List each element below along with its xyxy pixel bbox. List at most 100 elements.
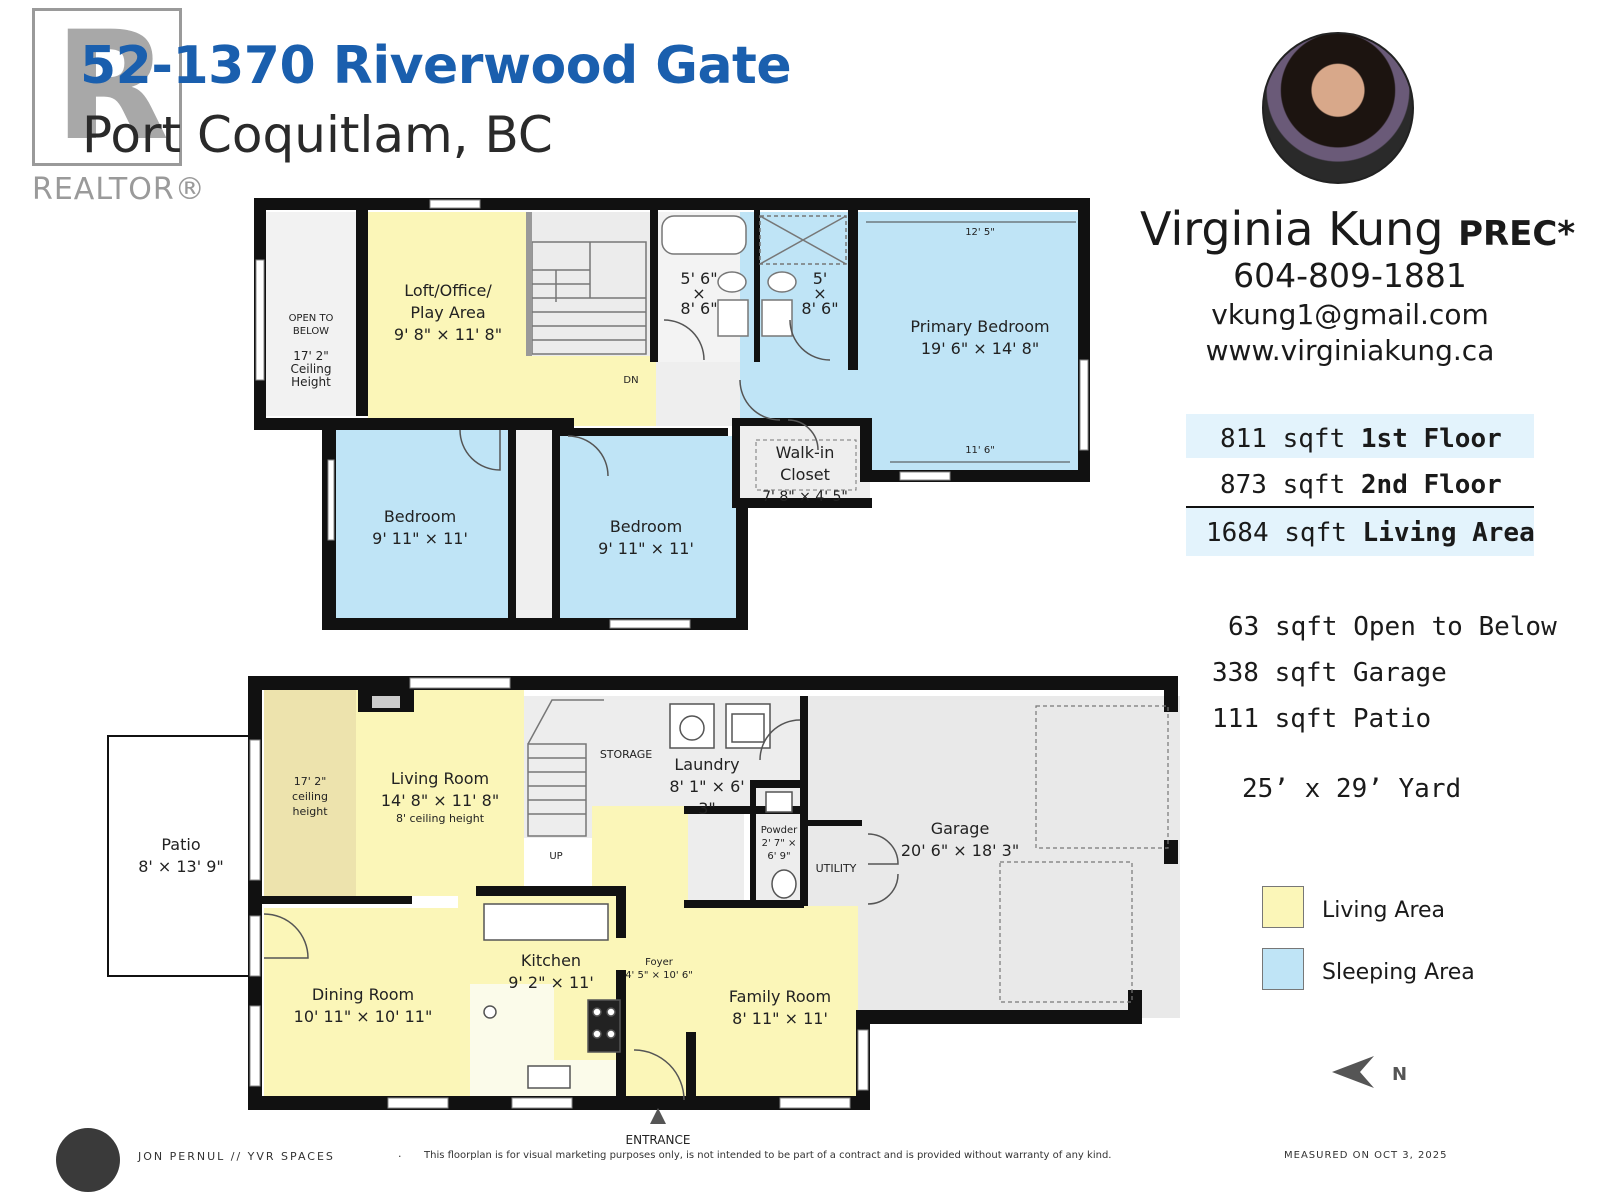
window xyxy=(609,619,691,629)
legend-swatch-living xyxy=(1262,886,1304,928)
window xyxy=(327,459,335,541)
hall-closet-fill xyxy=(512,428,556,622)
patio-outline xyxy=(107,735,251,977)
property-address: 52-1370 Riverwood Gate xyxy=(80,36,792,96)
room-dims: 8' 11" × 11' xyxy=(732,1009,828,1028)
footer-disclaimer: This floorplan is for visual marketing p… xyxy=(424,1150,1112,1161)
window xyxy=(387,1097,449,1109)
wall xyxy=(1128,990,1142,1024)
stat-label: Living Area xyxy=(1362,518,1535,548)
footer-credit: JON PERNUL // YVR SPACES xyxy=(138,1150,335,1163)
room-dims: 8' × 13' 9" xyxy=(138,857,224,876)
stat-value: 873 sqft xyxy=(1220,470,1346,500)
garage-label: Garage 20' 6" × 18' 3" xyxy=(900,818,1020,862)
wall xyxy=(508,428,516,622)
label-line: Ceiling xyxy=(290,362,332,376)
laundry-hall-fill xyxy=(688,806,744,906)
stat-first-floor: 811 sqft 1st Floor xyxy=(1220,424,1502,454)
sink-icon xyxy=(527,1065,571,1089)
room-dims: 2' 7" × xyxy=(761,838,797,849)
window xyxy=(249,1005,261,1087)
agent-website[interactable]: www.virginiakung.ca xyxy=(1205,334,1495,367)
patio-label: Patio 8' × 13' 9" xyxy=(118,834,244,878)
wall xyxy=(686,1032,696,1102)
sink-icon xyxy=(717,271,747,293)
wall xyxy=(356,210,368,416)
wall xyxy=(732,418,872,426)
stat-value: 111 sqft xyxy=(1212,704,1338,734)
legend-label-living: Living Area xyxy=(1322,898,1446,923)
door-swing xyxy=(759,719,801,761)
bath2-label: 5' × 8' 6" xyxy=(790,270,850,317)
toilet-icon xyxy=(717,299,749,337)
stat-highlight-3 xyxy=(1186,508,1534,556)
stat-label: 1st Floor xyxy=(1360,424,1502,454)
bedroom-left-fill xyxy=(336,428,512,622)
room-name: Laundry xyxy=(674,755,740,774)
room-name: Powder xyxy=(760,825,798,836)
room-name: Play Area xyxy=(410,303,486,322)
fireplace-inner xyxy=(372,696,400,708)
window xyxy=(779,1097,851,1109)
counter-icon xyxy=(483,903,609,941)
stat-label: Open to Below xyxy=(1353,612,1557,642)
realtor-logo: R REALTOR® xyxy=(32,8,205,207)
living-fill xyxy=(356,690,524,896)
room-dims: 14' 8" × 11' 8" xyxy=(380,791,500,810)
door-swing xyxy=(867,873,899,905)
car-outline xyxy=(999,861,1133,1003)
agent-designation: PREC* xyxy=(1458,214,1576,254)
storage-fill xyxy=(592,696,656,806)
room-name: Living Room xyxy=(390,769,490,788)
wall xyxy=(806,820,862,826)
primary-main-fill xyxy=(860,212,1080,472)
wall xyxy=(800,696,808,906)
agent-email[interactable]: vkung1@gmail.com xyxy=(1211,298,1489,331)
door-swing xyxy=(867,833,899,865)
stat-label: Garage xyxy=(1352,658,1447,688)
stat-yard: 25’ x 29’ Yard xyxy=(1242,774,1462,804)
utility-label: UTILITY xyxy=(815,862,857,875)
north-label: N xyxy=(1392,1064,1407,1085)
stove-icon xyxy=(587,999,621,1053)
room-dims: 10' 11" × 10' 11" xyxy=(293,1007,433,1026)
room-dims: 5' 6" xyxy=(680,269,718,288)
loft-label: Loft/Office/ Play Area 9' 8" × 11' 8" xyxy=(368,280,528,346)
garage-fill xyxy=(804,696,1180,1018)
open-to-below-area xyxy=(266,212,361,416)
wall xyxy=(552,428,560,622)
wall xyxy=(736,506,748,630)
window xyxy=(255,259,265,381)
powder-label: Powder 2' 7" × 6' 9" xyxy=(754,824,804,863)
door-swing xyxy=(789,319,831,361)
wall xyxy=(856,1010,1140,1024)
agent-phone[interactable]: 604-809-1881 xyxy=(1233,256,1467,295)
window xyxy=(249,739,261,881)
room-dims: × xyxy=(692,284,706,303)
agent-name: Virginia Kung PREC* xyxy=(1140,202,1575,256)
label-line: BELOW xyxy=(292,326,330,337)
room-name: Walk-in xyxy=(775,443,835,462)
living-room-label: Living Room 14' 8" × 11' 8" 8' ceiling h… xyxy=(356,768,524,826)
bedroom-right-label: Bedroom 9' 11" × 11' xyxy=(566,516,726,560)
main-floor xyxy=(107,676,1180,1124)
main-stairs xyxy=(527,743,587,837)
wall xyxy=(1164,676,1178,712)
toilet-icon xyxy=(761,299,793,337)
door-swing xyxy=(787,419,819,451)
room-dims: 9' 11" × 11' xyxy=(372,529,468,548)
bedroom-left-label: Bedroom 9' 11" × 11' xyxy=(340,506,500,550)
stat-value: 63 sqft xyxy=(1228,612,1338,642)
island-fill xyxy=(470,984,554,1060)
window xyxy=(857,1029,869,1091)
door-swing xyxy=(663,319,705,361)
hall-fill xyxy=(656,360,740,426)
room-name: Loft/Office/ xyxy=(404,281,492,300)
room-dims: 20' 6" × 18' 3" xyxy=(900,841,1020,860)
foyer-label: Foyer 4' 5" × 10' 6" xyxy=(622,956,696,982)
stat-open-to-below: 63 sqft Open to Below xyxy=(1228,612,1557,642)
yvr-spaces-logo-icon xyxy=(56,1128,120,1192)
footer-bullet: · xyxy=(398,1150,402,1163)
wall xyxy=(754,210,760,362)
wall xyxy=(1164,840,1178,864)
